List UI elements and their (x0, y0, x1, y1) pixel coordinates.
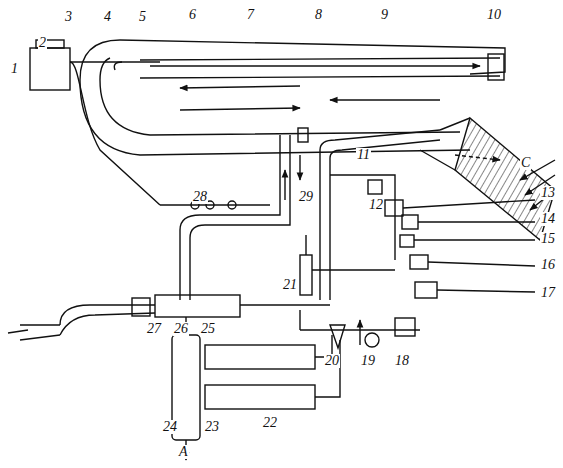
callout-number: 4 (103, 10, 112, 24)
callout-number: 8 (314, 8, 323, 22)
callout-number: 11 (356, 148, 371, 162)
callout-number: 17 (540, 286, 556, 300)
callout-number: 19 (360, 354, 376, 368)
callout-number: 26 (173, 322, 189, 336)
callout-number: 27 (146, 322, 162, 336)
callout-number: 2 (38, 36, 47, 50)
callout-number: 22 (262, 416, 278, 430)
unit-1 (30, 48, 70, 90)
callout-number: 6 (188, 8, 197, 22)
callout-number: 25 (200, 322, 216, 336)
callout-number: 18 (394, 354, 410, 368)
callout-number: 12 (368, 198, 384, 212)
callout-number: 3 (64, 10, 73, 24)
callout-number: 13 (540, 186, 556, 200)
callout-number: 28 (192, 190, 208, 204)
tank-22 (205, 345, 315, 369)
tank-22 (205, 385, 315, 409)
callout-number: A (178, 445, 189, 459)
callout-number: 10 (486, 8, 502, 22)
callout-number: 7 (246, 8, 255, 22)
callout-number: 23 (204, 420, 220, 434)
callout-number: 15 (540, 232, 556, 246)
callout-number: 16 (540, 258, 556, 272)
callout-number: 5 (138, 10, 147, 24)
callout-number: 9 (380, 8, 389, 22)
callout-number: 1 (10, 62, 19, 76)
callout-number: 20 (324, 354, 340, 368)
callout-number: 24 (162, 420, 178, 434)
manifold-26 (155, 295, 240, 317)
callout-number: C (520, 156, 531, 170)
callout-number: 29 (298, 190, 314, 204)
callout-number: 14 (540, 212, 556, 226)
callout-number: 21 (282, 278, 298, 292)
